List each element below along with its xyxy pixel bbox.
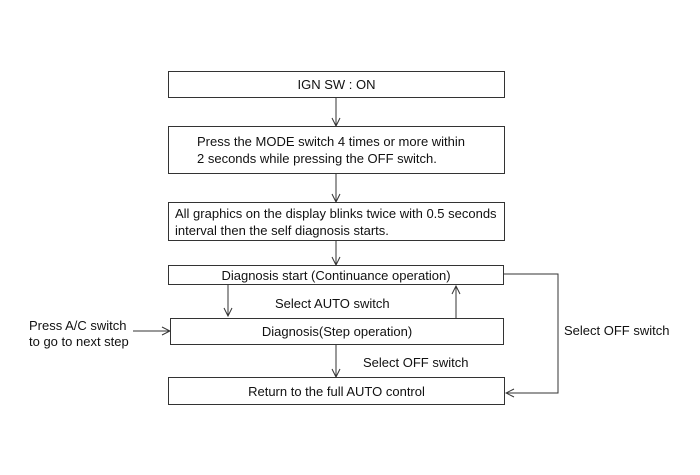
step-ign-on-text: IGN SW : ON xyxy=(297,77,376,92)
step-diagnosis-step-text: Diagnosis(Step operation) xyxy=(261,324,413,339)
label-press-ac-line2: to go to next step xyxy=(29,334,129,349)
step-press-mode-line1: Press the MODE switch 4 times or more wi… xyxy=(197,134,466,149)
label-press-ac: Press A/C switch to go to next step xyxy=(29,318,129,350)
step-graphics-blink: All graphics on the display blinks twice… xyxy=(168,202,505,241)
label-select-off-inner: Select OFF switch xyxy=(363,355,469,370)
step-press-mode-line2: 2 seconds while pressing the OFF switch. xyxy=(197,151,437,166)
step-ign-on: IGN SW : ON xyxy=(168,71,505,98)
step-graphics-blink-line2: interval then the self diagnosis starts. xyxy=(175,222,389,238)
label-select-auto: Select AUTO switch xyxy=(275,296,390,311)
step-graphics-blink-line1: All graphics on the display blinks twice… xyxy=(175,205,497,221)
step-return-auto: Return to the full AUTO control xyxy=(168,377,505,405)
step-diagnosis-step: Diagnosis(Step operation) xyxy=(170,318,504,345)
step-press-mode: Press the MODE switch 4 times or more wi… xyxy=(168,126,505,174)
step-return-auto-text: Return to the full AUTO control xyxy=(248,383,425,399)
step-diagnosis-start: Diagnosis start (Continuance operation) xyxy=(168,265,504,285)
label-press-ac-line1: Press A/C switch xyxy=(29,318,127,333)
step-diagnosis-start-text: Diagnosis start (Continuance operation) xyxy=(221,267,451,283)
label-select-off-right: Select OFF switch xyxy=(564,323,670,338)
arrow-step4-to-step6-loop xyxy=(504,273,559,393)
